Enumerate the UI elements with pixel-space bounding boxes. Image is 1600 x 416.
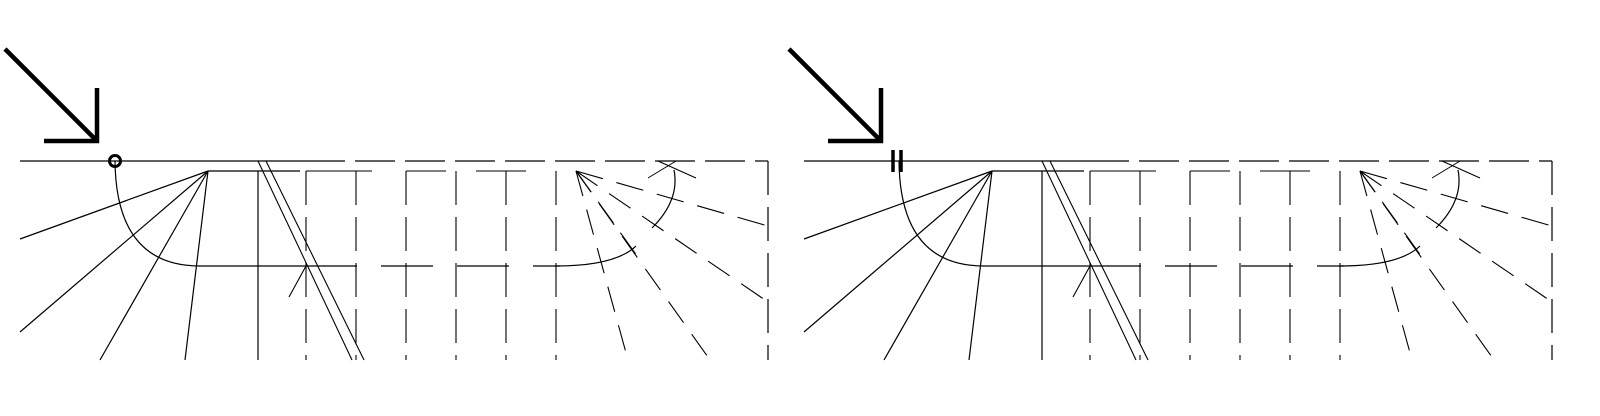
diagonal-arrow-head xyxy=(44,88,100,144)
left-quarter-arc xyxy=(898,160,985,267)
circle-marker xyxy=(108,154,122,168)
inclined-line-a xyxy=(257,160,353,361)
hub-ray-4 xyxy=(1359,170,1553,303)
diagonal-arrow-head xyxy=(828,88,884,144)
fan-ray-1 xyxy=(803,170,993,240)
fan-ray-1 xyxy=(19,170,209,240)
fan-ray-3 xyxy=(99,170,209,361)
hub-upper-tick-b xyxy=(647,160,677,179)
fan-ray-3 xyxy=(883,170,993,361)
hub-upper-arc xyxy=(651,169,676,229)
inclined-line-b xyxy=(1049,160,1149,361)
fan-ray-2 xyxy=(19,170,209,333)
inclined-line-a xyxy=(1041,160,1137,361)
hub-lower-arc xyxy=(1339,245,1421,267)
hub-upper-arc xyxy=(1435,169,1460,229)
hub-ray-2 xyxy=(1359,170,1495,361)
diagonal-arrow-shaft xyxy=(3,47,99,143)
hub-upper-tick-b xyxy=(1431,160,1461,179)
hub-upper-tick-a xyxy=(657,160,697,179)
hub-upper-tick-a xyxy=(1441,160,1481,179)
left-quarter-arc xyxy=(114,160,201,267)
panel-right xyxy=(787,47,1553,361)
diagonal-arrow-shaft xyxy=(787,47,883,143)
hub-ray-2 xyxy=(575,170,711,361)
panel-left xyxy=(3,47,769,361)
hub-lower-arc xyxy=(555,245,637,267)
middle-arrow-shaft xyxy=(1072,265,1091,298)
hub-ray-3 xyxy=(575,170,629,361)
middle-arrow-shaft xyxy=(288,265,307,298)
inclined-line-b xyxy=(265,160,365,361)
fan-ray-2 xyxy=(803,170,993,333)
hub-ray-4 xyxy=(575,170,769,303)
hub-ray-3 xyxy=(1359,170,1413,361)
